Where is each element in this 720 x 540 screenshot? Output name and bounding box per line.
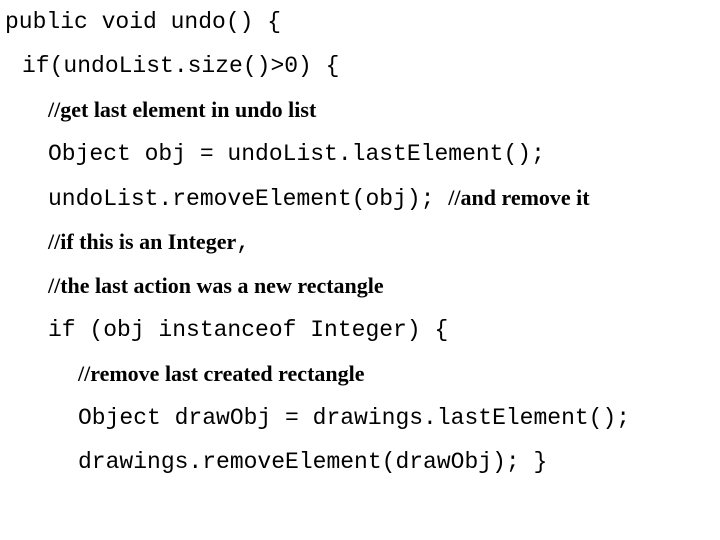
code-comment-run: //remove last created rectangle [78, 361, 365, 386]
code-run: drawings.removeElement(drawObj); } [78, 449, 548, 475]
code-comment-run: //if this is an Integer [48, 229, 237, 254]
code-line: if (obj instanceof Integer) { [0, 308, 720, 352]
code-line: undoList.removeElement(obj); //and remov… [0, 176, 720, 220]
code-run: if(undoList.size()>0) { [22, 53, 340, 79]
code-line: //the last action was a new rectangle [0, 264, 720, 308]
code-run: undoList.removeElement(obj); [48, 186, 449, 212]
code-line: //remove last created rectangle [0, 352, 720, 396]
code-run: public void undo() { [5, 9, 282, 35]
code-line: //get last element in undo list [0, 88, 720, 132]
code-comment-run: //and remove it [448, 185, 590, 210]
code-line: drawings.removeElement(drawObj); } [0, 440, 720, 484]
code-listing: public void undo() { if(undoList.size()>0… [0, 0, 720, 484]
code-run: , [236, 230, 251, 256]
code-line: //if this is an Integer, [0, 220, 720, 264]
code-line: Object drawObj = drawings.lastElement(); [0, 396, 720, 440]
code-comment-run: //the last action was a new rectangle [48, 273, 384, 298]
code-run: Object obj = undoList.lastElement(); [48, 141, 545, 167]
code-run: Object drawObj = drawings.lastElement(); [78, 405, 631, 431]
code-line: public void undo() { [0, 0, 720, 44]
code-comment-run: //get last element in undo list [48, 97, 317, 122]
code-run: if (obj instanceof Integer) { [48, 317, 449, 343]
code-line: Object obj = undoList.lastElement(); [0, 132, 720, 176]
code-line: if(undoList.size()>0) { [0, 44, 720, 88]
